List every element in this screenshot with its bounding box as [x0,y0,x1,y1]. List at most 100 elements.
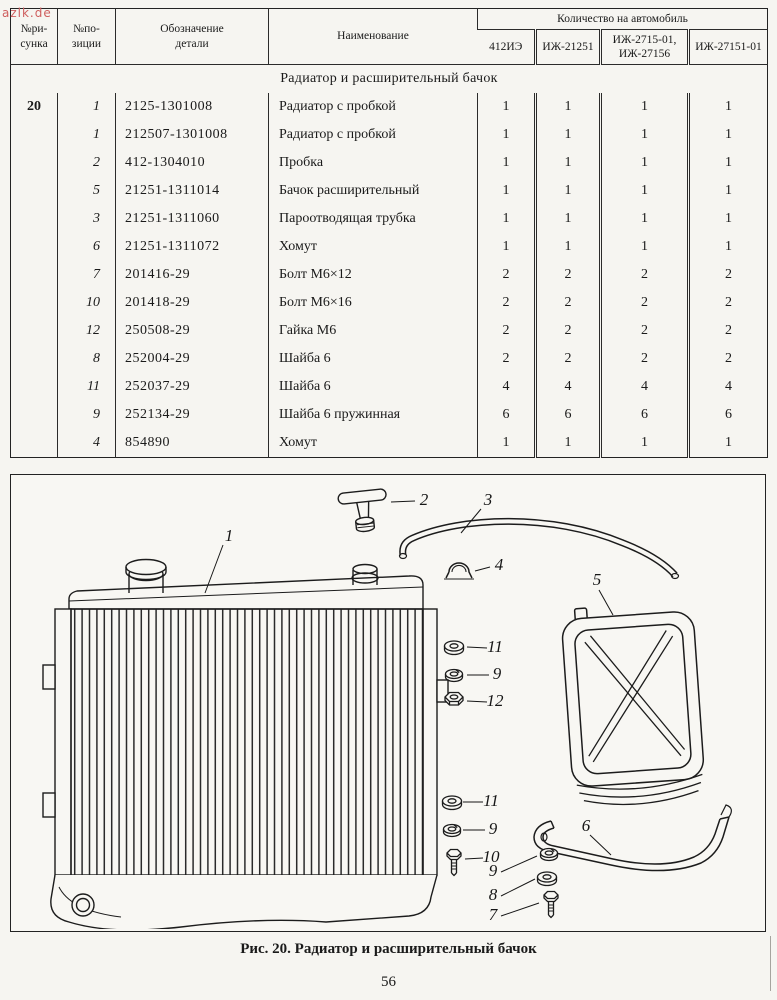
part-number-cell: 201418-29 [115,289,269,317]
part-name-cell: Хомут [268,233,478,261]
part-name-cell: Пароотводящая трубка [268,205,478,233]
callout-label: 6 [582,816,591,835]
part-number-cell: 250508-29 [115,317,269,345]
position-number-cell: 2 [57,149,116,177]
qty-cell: 1 [687,205,768,233]
callout-leader-line [390,500,416,503]
callout-label: 11 [483,791,499,810]
qty-cell: 1 [599,121,689,149]
callout-leader-line [598,589,614,616]
col-header-qty-group: Количество на автомобиль [477,8,768,30]
scan-edge-artifact [770,936,771,991]
col-header-qty-izh2715: ИЖ-2715-01, ИЖ-27156 [599,29,689,65]
section-title-row: Радиатор и расширительный бачок [11,65,768,94]
callout-leader-line [500,855,538,873]
callout-leader-line [466,700,488,703]
qty-cell: 1 [477,233,536,261]
position-number-cell: 10 [57,289,116,317]
callout-label: 9 [493,664,502,683]
qty-cell: 1 [599,93,689,121]
hardware-stack-lower [441,795,463,877]
figure-number-cell [11,429,58,458]
part-number-cell: 252134-29 [115,401,269,429]
qty-cell: 1 [534,177,601,205]
position-number-cell: 7 [57,261,116,289]
callout-leader-line [474,566,491,572]
part-name-cell: Хомут [268,429,478,458]
part-number-cell: 252037-29 [115,373,269,401]
callout-label: 4 [495,555,504,574]
callout-leader-line [466,646,488,649]
part-number-cell: 252004-29 [115,345,269,373]
col-header-figure: №ри- сунка [10,8,58,65]
qty-cell: 2 [534,317,601,345]
plug-drawing [337,488,387,533]
part-number-cell: 201416-29 [115,261,269,289]
qty-cell: 2 [534,289,601,317]
page-number: 56 [381,974,396,990]
qty-cell: 4 [534,373,601,401]
figure-number-cell [11,345,58,373]
qty-cell: 2 [534,261,601,289]
qty-cell: 1 [687,149,768,177]
position-number-cell: 9 [57,401,116,429]
hardware-stack-upper [443,640,465,706]
qty-cell: 4 [599,373,689,401]
callout-leader-line [460,508,482,534]
callout-label: 7 [489,905,499,924]
figure-caption: Рис. 20. Радиатор и расширительный бачок [240,941,537,957]
part-name-cell: Шайба 6 [268,345,478,373]
callout-label: 9 [489,861,498,880]
qty-cell: 2 [599,289,689,317]
qty-cell: 6 [477,401,536,429]
qty-cell: 1 [477,149,536,177]
qty-cell: 6 [599,401,689,429]
qty-cell: 2 [477,345,536,373]
part-name-cell: Пробка [268,149,478,177]
callout-label: 10 [483,847,501,866]
qty-cell: 1 [687,93,768,121]
qty-cell: 1 [534,121,601,149]
qty-cell: 2 [687,289,768,317]
position-number-cell: 4 [57,429,116,458]
callout-leader-line [500,902,540,917]
position-number-cell: 3 [57,205,116,233]
qty-cell: 2 [599,345,689,373]
position-number-cell: 11 [57,373,116,401]
figure-number-cell [11,317,58,345]
qty-cell: 1 [599,429,689,458]
expansion-tank-drawing [561,607,705,806]
steam-tube-drawing [398,517,680,580]
qty-cell: 1 [534,233,601,261]
callout-label: 3 [483,490,493,509]
qty-cell: 1 [477,177,536,205]
callout-label: 5 [593,570,602,589]
position-number-cell: 12 [57,317,116,345]
callout-label: 11 [487,637,503,656]
part-number-cell: 21251-1311072 [115,233,269,261]
qty-cell: 1 [687,121,768,149]
qty-cell: 2 [687,317,768,345]
callout-leader-line [204,544,224,594]
qty-cell: 1 [477,121,536,149]
qty-cell: 2 [477,317,536,345]
callout-label: 9 [489,819,498,838]
position-number-cell: 8 [57,345,116,373]
qty-cell: 2 [477,289,536,317]
qty-cell: 2 [599,261,689,289]
qty-cell: 6 [687,401,768,429]
figure-number-cell [11,261,58,289]
qty-cell: 2 [599,317,689,345]
position-number-cell: 5 [57,177,116,205]
part-name-cell: Радиатор с пробкой [268,121,478,149]
qty-cell: 1 [599,233,689,261]
